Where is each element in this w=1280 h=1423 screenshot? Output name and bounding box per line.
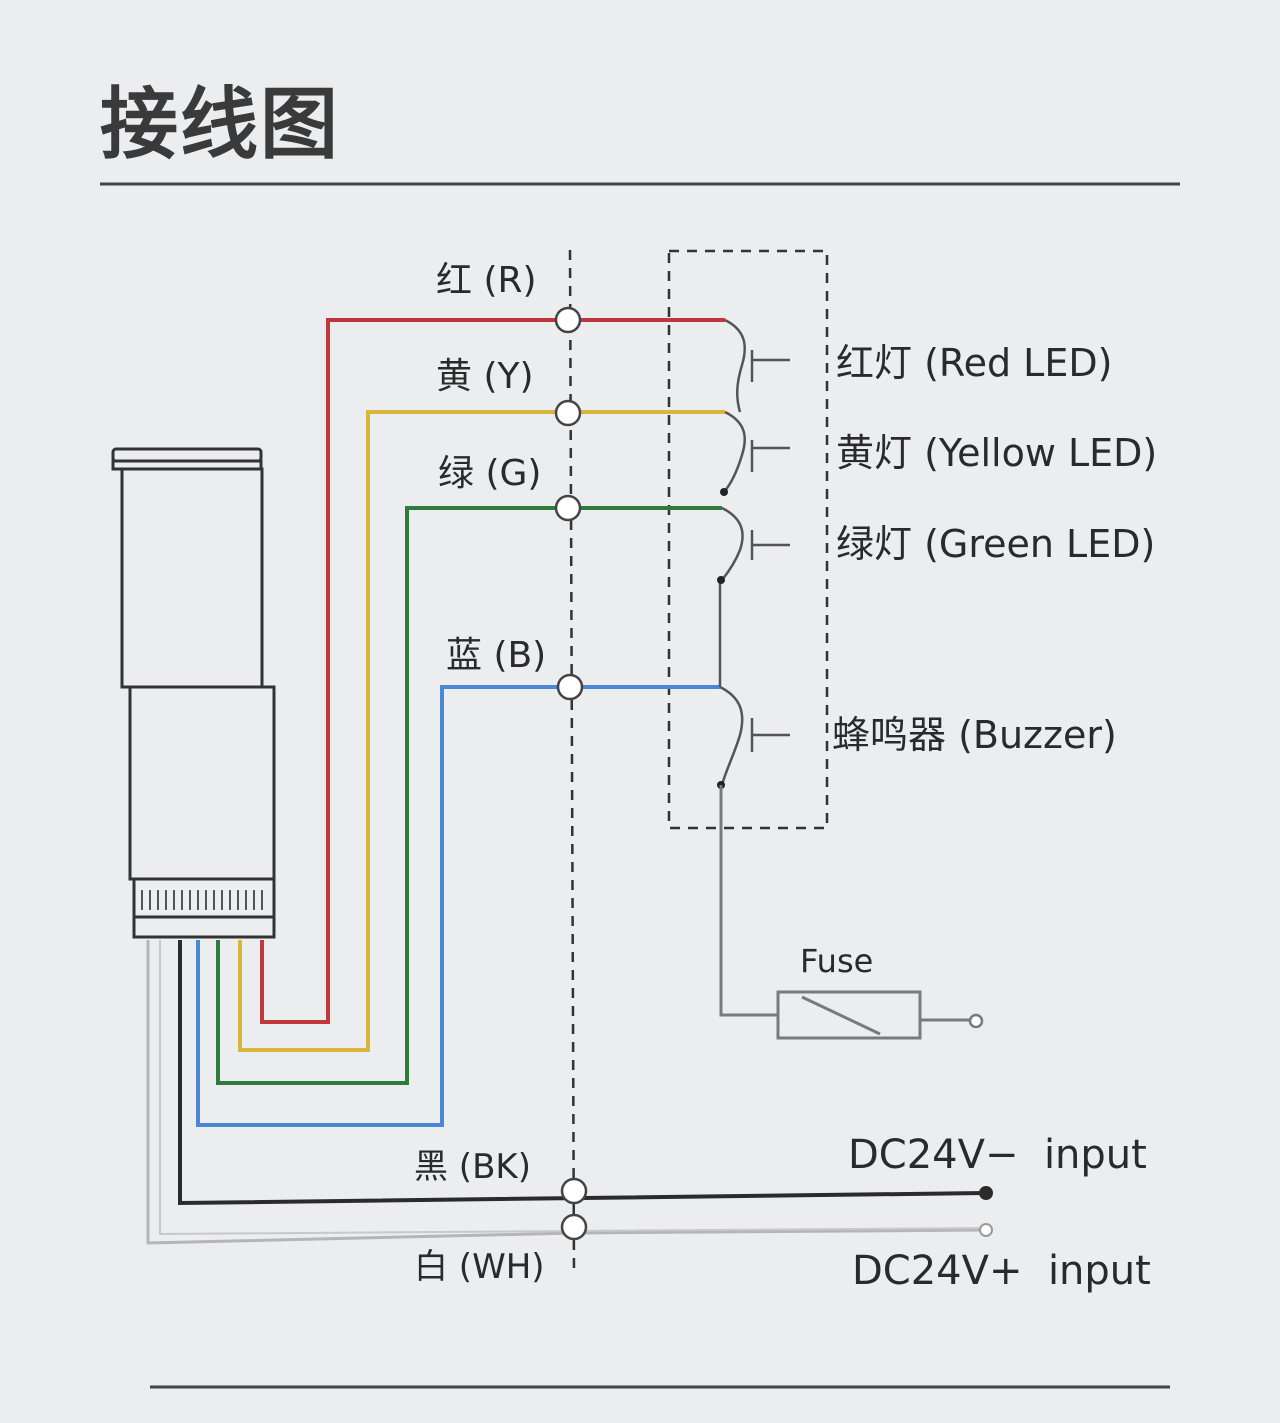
fuse-wire <box>719 785 778 1017</box>
tower-vent-slots <box>141 890 263 910</box>
white-wire-outer <box>146 940 986 1245</box>
yellow-wire <box>238 410 725 1052</box>
green-led-label: 绿灯 (Green LED) <box>836 522 1155 566</box>
wire-label-green: 绿 (G) <box>438 453 541 494</box>
page-title: 接线图 <box>100 80 341 170</box>
dc-negative-terminal <box>979 1186 993 1200</box>
wire-label-yellow: 黄 (Y) <box>436 356 534 397</box>
led-chain <box>718 318 790 786</box>
terminal-circles <box>554 306 588 1241</box>
dc-negative-label: DC24V− input <box>848 1132 1147 1178</box>
dc-positive-terminal <box>979 1223 993 1237</box>
fuse-terminal <box>968 1013 984 1029</box>
signal-tower <box>111 447 276 939</box>
fuse-symbol <box>776 990 922 1040</box>
wire-label-red: 红 (R) <box>436 260 537 301</box>
black-wire <box>178 940 986 1206</box>
dc-positive-label: DC24V+ input <box>852 1248 1151 1294</box>
junction-dots <box>717 488 728 789</box>
white-wire-inner <box>159 940 986 1236</box>
fuse-slash <box>801 995 881 1036</box>
wire-label-black: 黑 (BK) <box>414 1147 531 1187</box>
fuse-label: Fuse <box>800 942 873 980</box>
red-led-label: 红灯 (Red LED) <box>836 341 1112 385</box>
buzzer-label: 蜂鸣器 (Buzzer) <box>832 713 1117 757</box>
component-box <box>667 249 829 830</box>
wire-label-blue: 蓝 (B) <box>446 635 546 676</box>
wire-label-white: 白 (WH) <box>414 1247 545 1287</box>
red-wire <box>260 318 725 1024</box>
yellow-led-label: 黄灯 (Yellow LED) <box>836 431 1157 475</box>
green-wire <box>216 506 722 1085</box>
blue-wire <box>196 685 720 1127</box>
